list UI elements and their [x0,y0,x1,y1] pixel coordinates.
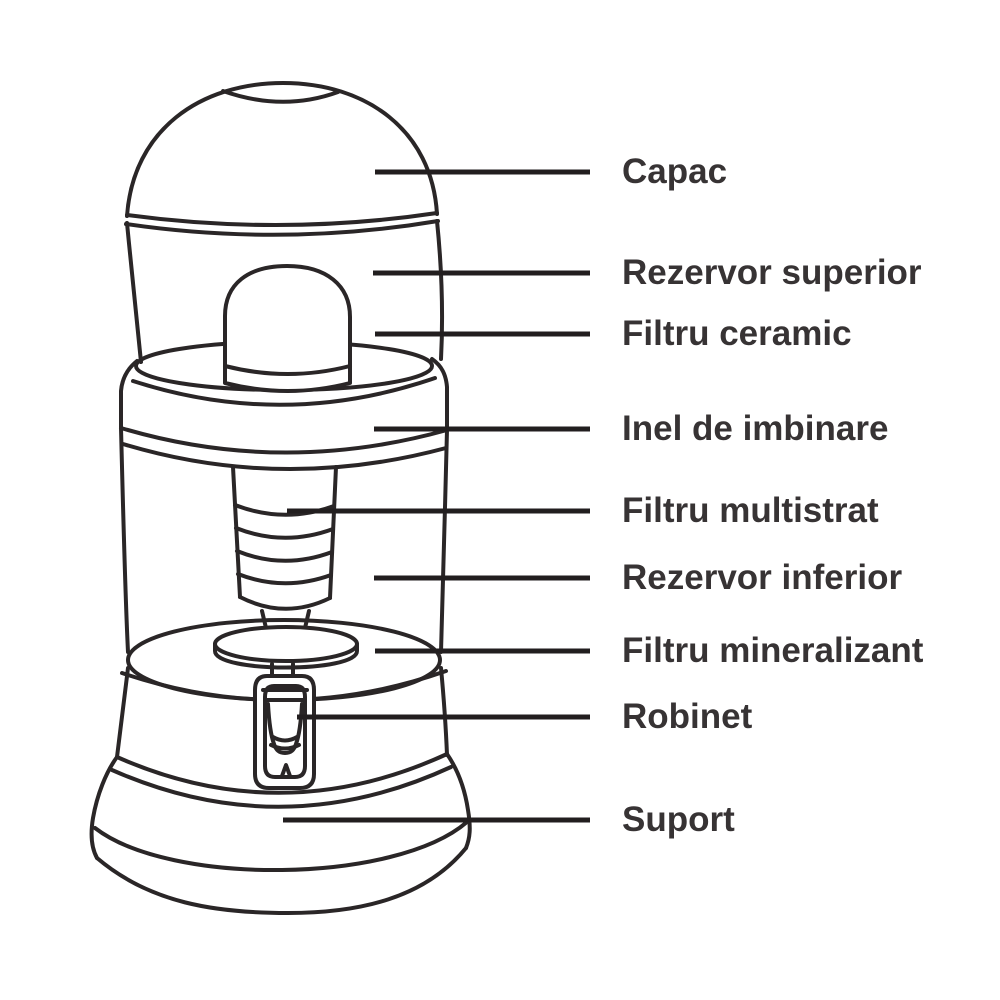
multilayer-neck-right [303,609,311,630]
label-filtru-multistrat: Filtru multistrat [622,490,879,530]
lower-reservoir-left-wall [119,426,130,654]
base-band-arc-1 [115,752,449,795]
multilayer-filter [231,465,338,630]
mineral-filter-disc [213,625,359,670]
base-bottom-edge [95,846,468,915]
base-band-arc-2 [110,765,453,809]
tap [253,662,316,790]
tap-spout-body [266,702,304,755]
label-filtru-ceramic: Filtru ceramic [622,313,852,353]
multilayer-right-wall [328,465,338,600]
multilayer-neck-left [260,609,268,630]
ceramic-filter-body [223,264,352,393]
label-filtru-mineralizant: Filtru mineralizant [622,630,924,670]
leader-lines [283,169,590,823]
label-rezervor-inferior: Rezervor inferior [622,557,903,597]
upper-reservoir-right-wall [435,219,444,361]
tap-inner-slot [263,684,307,779]
lower-reservoir-right-wall [439,428,449,654]
ceramic-filter-lip [223,364,352,376]
multilayer-layer-line-3 [235,549,334,563]
ceramic-filter [223,264,352,393]
base-left-edge [89,755,119,860]
label-suport: Suport [622,799,735,839]
multilayer-layer-line-2 [234,526,335,540]
upper-reservoir-left-wall [125,221,143,364]
multilayer-bottom-arc [238,595,332,611]
joining-ring-bottom-arc-1 [119,426,449,455]
lid-rim-lower [124,219,440,237]
lower-body-right-wall [439,666,449,757]
mineral-disc-top [213,625,359,663]
joining-ring-bottom-arc-2 [121,442,448,472]
tap-spout-ridge-1 [271,735,299,743]
tap-bottom-notch [280,763,292,778]
lid-handle-groove [221,89,340,104]
label-rezervor-superior: Rezervor superior [622,252,922,292]
joining-ring-left-edge [119,359,139,430]
base-right-edge [445,752,472,850]
lid-rim-upper [125,211,439,227]
lid-dome-outline [125,81,439,218]
multilayer-left-wall [231,465,242,599]
label-inel-de-imbinare: Inel de imbinare [622,408,889,448]
lower-body-left-wall [115,666,130,759]
multilayer-layer-line-4 [236,572,333,586]
base-mid-band [93,820,469,873]
purifier-body-outline [89,81,472,915]
tap-spout-ridge-2 [269,743,301,751]
joining-ring-right-edge [430,357,449,432]
joining-ring-mouth-inner [131,376,437,407]
label-robinet: Robinet [622,696,753,736]
label-capac: Capac [622,151,728,191]
